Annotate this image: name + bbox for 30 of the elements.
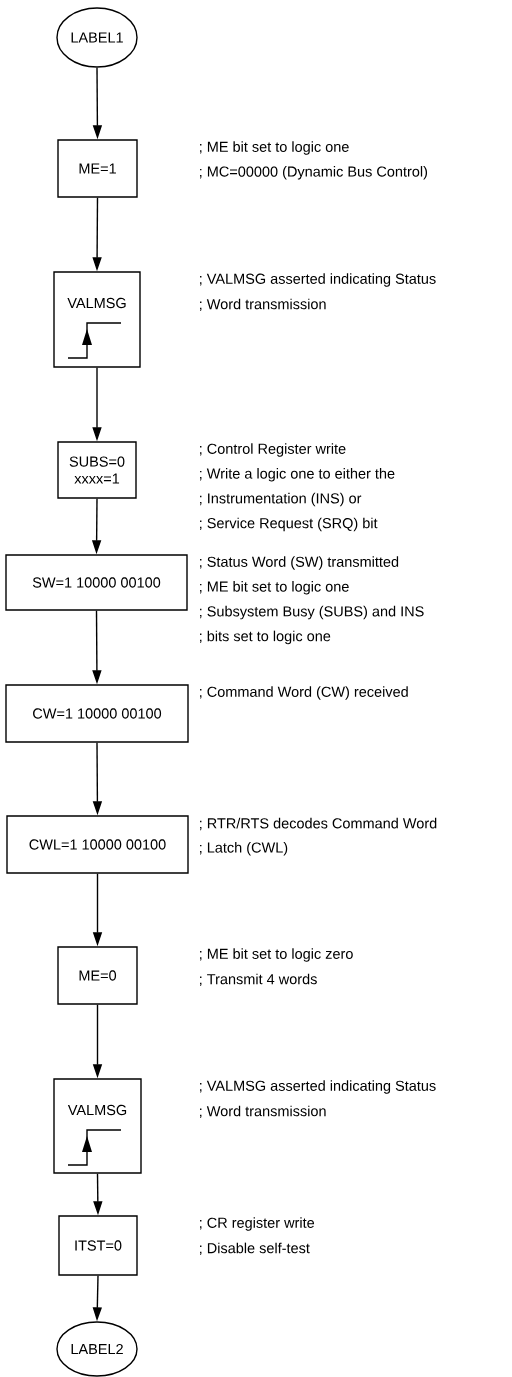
comment-line: ; MC=00000 (Dynamic Bus Control) bbox=[200, 166, 428, 180]
process-box: ME=1 bbox=[57, 139, 138, 198]
comment-line: ; VALMSG asserted indicating Status bbox=[200, 1080, 436, 1094]
comment-line: ; Disable self-test bbox=[200, 1242, 310, 1255]
comment-line: ; Subsystem Busy (SUBS) and INS bbox=[200, 605, 424, 620]
process-box: CWL=1 10000 00100 bbox=[6, 815, 189, 874]
comment-line: ; Control Register write bbox=[200, 443, 346, 457]
process-box: ME=0 bbox=[57, 946, 138, 1005]
signal-box: VALMSG bbox=[53, 271, 141, 368]
comment-line: ; RTR/RTS decodes Command Word bbox=[200, 817, 437, 831]
comment-line: ; Word transmission bbox=[200, 1105, 326, 1118]
comment-line: ; Word transmission bbox=[200, 298, 326, 311]
comment-line: ; VALMSG asserted indicating Status bbox=[200, 273, 436, 287]
comment-line: ; Status Word (SW) transmitted bbox=[200, 556, 399, 570]
comment-line: ; bits set to logic one bbox=[200, 630, 331, 645]
process-box: SUBS=0 xxxx=1 bbox=[57, 441, 137, 499]
signal-box: VALMSG bbox=[53, 1078, 142, 1174]
comment-line: ; CR register write bbox=[200, 1217, 315, 1231]
comment-line: ; Transmit 4 words bbox=[200, 973, 317, 986]
comment-line: ; Service Request (SRQ) bit bbox=[200, 517, 378, 532]
process-box: SW=1 10000 00100 bbox=[5, 554, 188, 611]
comment-line: ; Write a logic one to either the bbox=[200, 468, 395, 482]
comment-line: ; Latch (CWL) bbox=[200, 842, 288, 856]
comment-line: ; ME bit set to logic zero bbox=[200, 948, 353, 962]
comment-line: ; Command Word (CW) received bbox=[200, 686, 408, 700]
comment-line: ; ME bit set to logic one bbox=[200, 581, 349, 595]
comment-line: ; Instrumentation (INS) or bbox=[200, 492, 362, 507]
comment-line: ; ME bit set to logic one bbox=[200, 141, 349, 155]
process-box: CW=1 10000 00100 bbox=[5, 684, 189, 743]
process-box: ITST=0 bbox=[58, 1215, 138, 1276]
